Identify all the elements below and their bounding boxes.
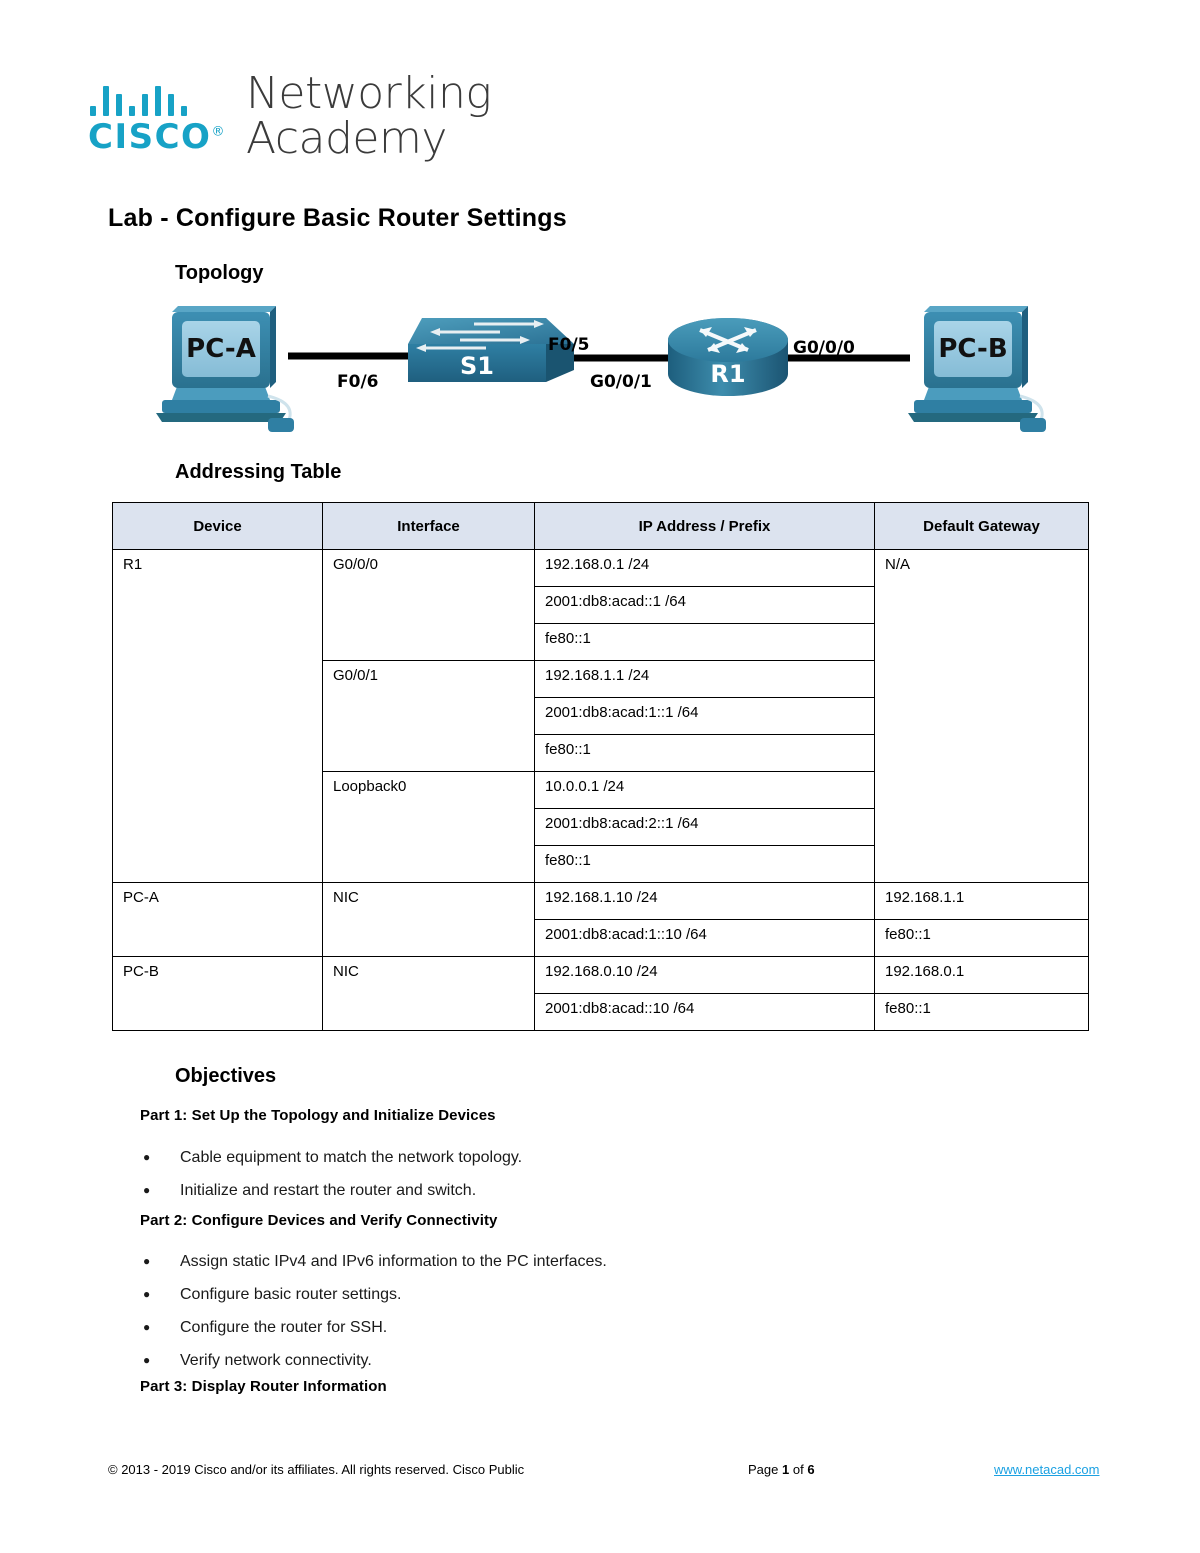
cisco-networking-academy-logo: CISCO® Networking Academy xyxy=(88,71,492,162)
addressing-table-head: Device Interface IP Address / Prefix Def… xyxy=(112,502,1089,550)
cell-ip-r1-g001-linklocal: fe80::1 xyxy=(534,734,875,772)
table-row: PC-B NIC 192.168.0.10 /24 192.168.0.1 xyxy=(112,956,1089,1031)
logo-networking-text: Networking xyxy=(246,68,492,119)
topology-diagram: PC-A S1 xyxy=(140,300,1100,445)
cell-interface-loopback0: Loopback0 xyxy=(322,771,535,883)
objectives-heading: Objectives xyxy=(175,1065,277,1087)
cell-device-pc-b: PC-B xyxy=(112,956,323,1031)
table-header-row: Device Interface IP Address / Prefix Def… xyxy=(112,502,1089,550)
topology-node-s1: S1 xyxy=(408,318,574,382)
topology-node-pc-b: PC-B xyxy=(908,306,1046,432)
cell-ip-pc-a-ipv4: 192.168.1.10 /24 xyxy=(534,882,875,920)
cell-gateway-pc-b-ipv6: fe80::1 xyxy=(874,993,1089,1031)
cell-ip-r1-g000-ipv4: 192.168.0.1 /24 xyxy=(534,549,875,587)
topology-label-f0-5: F0/5 xyxy=(548,335,590,355)
table-row: PC-A NIC 192.168.1.10 /24 192.168.1.1 xyxy=(112,882,1089,957)
cell-gateway-pc-a-ipv4: 192.168.1.1 xyxy=(874,882,1089,920)
cisco-bridge-icon xyxy=(90,78,187,116)
cell-ip-r1-g000-ipv6: 2001:db8:acad::1 /64 xyxy=(534,586,875,624)
footer-page-total: 6 xyxy=(807,1462,815,1477)
objectives-part2-list: Assign static IPv4 and IPv6 information … xyxy=(140,1245,607,1377)
topology-label-g0-0-1: G0/0/1 xyxy=(590,372,652,392)
table-row: fe80::1 xyxy=(113,734,1089,772)
table-row: 2001:db8:acad::10 /64 fe80::1 xyxy=(113,993,1089,1031)
cell-interface-pc-a-nic: NIC xyxy=(322,882,535,957)
topology-pc-a-label: PC-A xyxy=(186,334,256,364)
table-row: fe80::1 xyxy=(113,623,1089,661)
list-item: Verify network connectivity. xyxy=(140,1344,607,1377)
cell-device-pc-a: PC-A xyxy=(112,882,323,957)
list-item: Configure basic router settings. xyxy=(140,1278,607,1311)
cell-ip-pc-a-ipv6: 2001:db8:acad:1::10 /64 xyxy=(534,919,875,957)
footer-page-number: Page 1 of 6 xyxy=(748,1462,815,1477)
column-header-default-gateway: Default Gateway xyxy=(874,502,1089,550)
cell-ip-r1-g001-ipv6: 2001:db8:acad:1::1 /64 xyxy=(534,697,875,735)
cell-ip-r1-lo0-ipv4: 10.0.0.1 /24 xyxy=(534,771,875,809)
cell-ip-r1-lo0-linklocal: fe80::1 xyxy=(534,845,875,883)
list-item: Assign static IPv4 and IPv6 information … xyxy=(140,1245,607,1278)
footer-copyright: © 2013 - 2019 Cisco and/or its affiliate… xyxy=(108,1462,525,1477)
topology-label-g0-0-0: G0/0/0 xyxy=(793,338,855,358)
topology-r1-label: R1 xyxy=(710,360,745,388)
logo-left-column: CISCO® xyxy=(88,78,228,154)
cell-ip-pc-b-ipv6: 2001:db8:acad::10 /64 xyxy=(534,993,875,1031)
objectives-part1-heading: Part 1: Set Up the Topology and Initiali… xyxy=(140,1107,496,1124)
cell-gateway-r1: N/A xyxy=(874,549,1089,883)
topology-pc-b-label: PC-B xyxy=(938,334,1007,364)
cisco-wordmark-text: CISCO xyxy=(88,117,212,157)
footer-page-of: of xyxy=(792,1462,804,1477)
cell-ip-r1-g001-ipv4: 192.168.1.1 /24 xyxy=(534,660,875,698)
cell-ip-r1-lo0-ipv6: 2001:db8:acad:2::1 /64 xyxy=(534,808,875,846)
cell-ip-r1-g000-linklocal: fe80::1 xyxy=(534,623,875,661)
list-item: Cable equipment to match the network top… xyxy=(140,1141,522,1174)
logo-right-column: Networking Academy xyxy=(246,68,492,164)
column-header-ip-address: IP Address / Prefix xyxy=(534,502,875,550)
column-header-interface: Interface xyxy=(322,502,535,550)
table-row: R1 G0/0/0 192.168.0.1 /24 N/A xyxy=(112,549,1089,883)
table-row: Loopback0 10.0.0.1 /24 xyxy=(113,771,1089,883)
footer-page-prefix: Page xyxy=(748,1462,779,1477)
registered-mark: ® xyxy=(211,124,226,140)
table-row: 2001:db8:acad::1 /64 xyxy=(113,586,1089,624)
topology-s1-label: S1 xyxy=(460,352,494,380)
logo-academy-text: Academy xyxy=(246,112,447,164)
cell-ip-pc-b-ipv4: 192.168.0.10 /24 xyxy=(534,956,875,994)
objectives-part2-heading: Part 2: Configure Devices and Verify Con… xyxy=(140,1212,498,1229)
cell-gateway-pc-b-ipv4: 192.168.0.1 xyxy=(874,956,1089,994)
topology-node-pc-a: PC-A xyxy=(156,306,294,432)
cell-interface-pc-b-nic: NIC xyxy=(322,956,535,1031)
page-title: Lab - Configure Basic Router Settings xyxy=(108,204,567,232)
topology-heading: Topology xyxy=(175,262,264,284)
topology-node-r1: R1 xyxy=(668,318,788,396)
list-item: Initialize and restart the router and sw… xyxy=(140,1174,522,1207)
topology-svg: PC-A S1 xyxy=(156,306,1046,432)
cell-interface-g0-0-0: G0/0/0 xyxy=(322,549,535,661)
list-item: Configure the router for SSH. xyxy=(140,1311,607,1344)
footer-netacad-link[interactable]: www.netacad.com xyxy=(994,1462,1100,1477)
cell-interface-g0-0-1: G0/0/1 xyxy=(322,660,535,772)
objectives-part1-list: Cable equipment to match the network top… xyxy=(140,1141,522,1207)
cisco-wordmark: CISCO® xyxy=(88,120,226,154)
addressing-table: Device Interface IP Address / Prefix Def… xyxy=(112,502,1089,1031)
page-footer: © 2013 - 2019 Cisco and/or its affiliate… xyxy=(0,1462,1200,1486)
addressing-table-body: R1 G0/0/0 192.168.0.1 /24 N/A 2001:db8:a… xyxy=(112,549,1089,1031)
table-row: fe80::1 xyxy=(113,845,1089,883)
topology-label-f0-6: F0/6 xyxy=(337,372,379,392)
cell-gateway-pc-a-ipv6: fe80::1 xyxy=(874,919,1089,957)
footer-page-current: 1 xyxy=(782,1462,790,1477)
objectives-part3-heading: Part 3: Display Router Information xyxy=(140,1378,387,1395)
addressing-table-heading: Addressing Table xyxy=(175,461,342,483)
column-header-device: Device xyxy=(112,502,323,550)
cell-device-r1: R1 xyxy=(112,549,323,883)
